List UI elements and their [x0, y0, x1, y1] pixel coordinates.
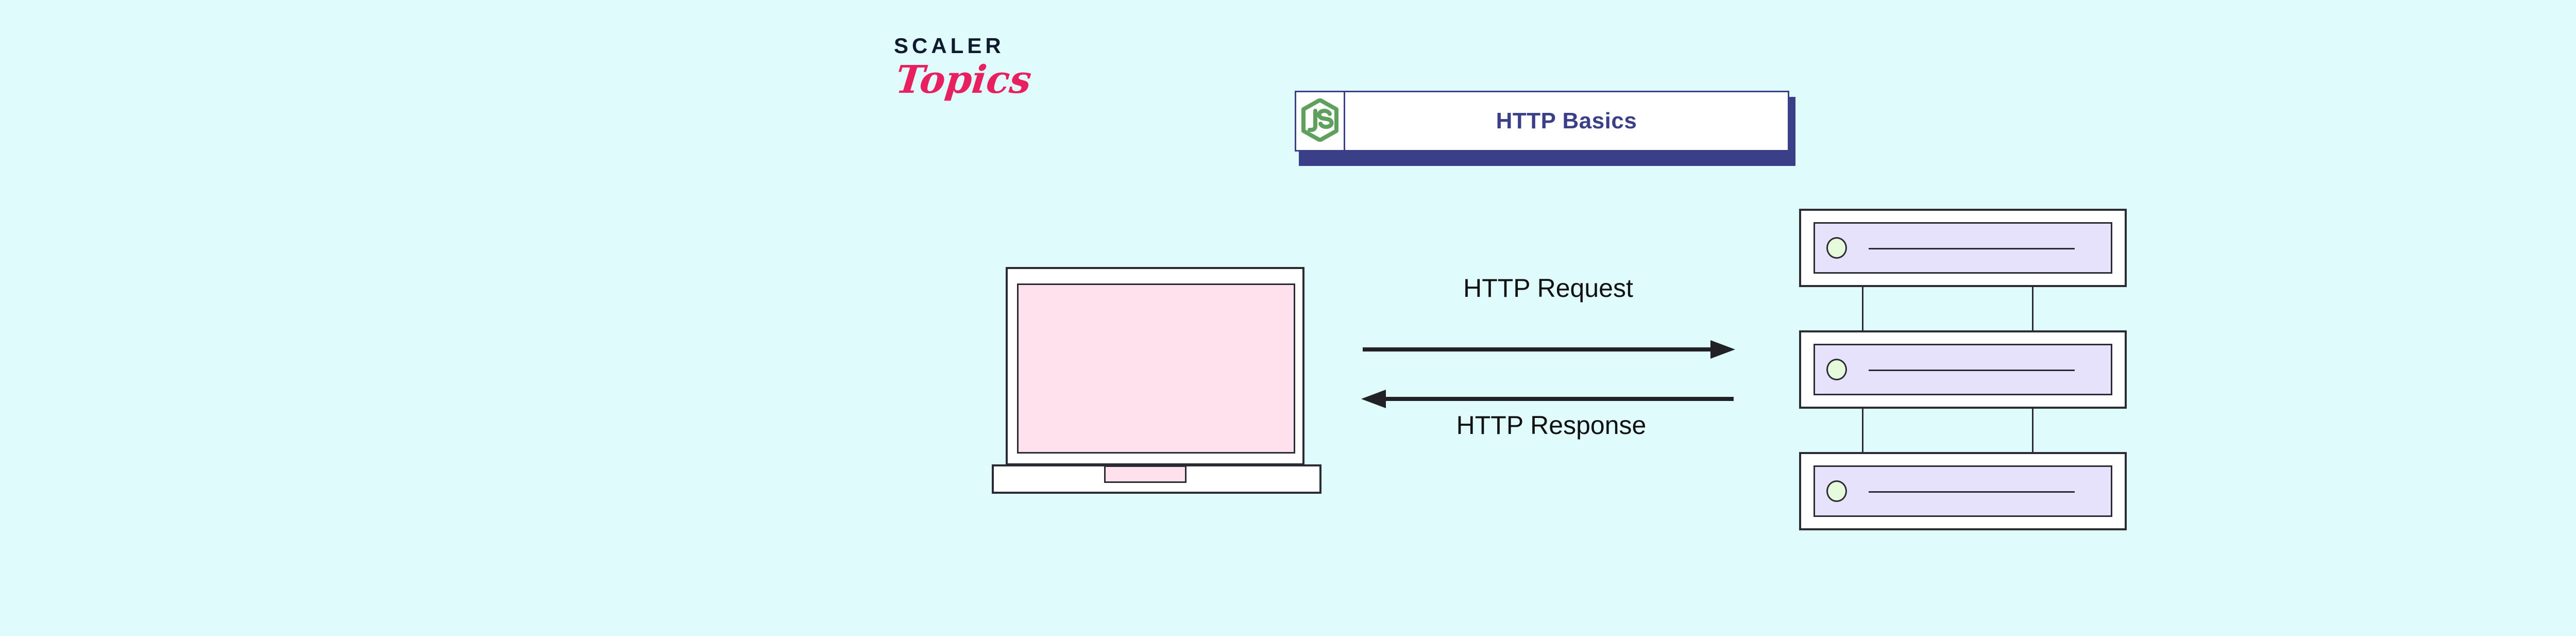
server-panel: [1814, 222, 2112, 274]
brand-wordmark-topics: Topics: [893, 58, 1034, 102]
http-flow-group: HTTP Request HTTP Response: [1350, 268, 1747, 448]
banner-body: HTTP Basics: [1295, 91, 1789, 152]
server-status-led-icon: [1826, 480, 1847, 502]
server-slot-line: [1869, 491, 2075, 493]
http-response-label: HTTP Response: [1456, 411, 1647, 440]
server-unit: [1799, 209, 2127, 287]
server-rack-icon: [1799, 209, 2129, 531]
header-banner: HTTP Basics: [1295, 91, 1795, 166]
server-unit: [1799, 452, 2127, 530]
server-connector: [1862, 287, 1863, 330]
brand-wordmark-scaler: SCALER: [894, 34, 1005, 58]
banner-title-cell: HTTP Basics: [1345, 92, 1788, 150]
nodejs-js-hexagon-icon: [1301, 97, 1339, 144]
server-status-led-icon: [1826, 237, 1847, 259]
server-panel: [1814, 465, 2112, 517]
http-request-arrow: [1363, 340, 1735, 359]
laptop-screen: [1017, 283, 1295, 454]
server-unit: [1799, 330, 2127, 409]
http-response-arrow: [1361, 390, 1734, 408]
laptop-trackpad: [1104, 465, 1187, 483]
server-connector: [2032, 287, 2033, 330]
server-slot-line: [1869, 248, 2075, 249]
server-panel: [1814, 344, 2112, 395]
page-title: HTTP Basics: [1496, 108, 1637, 133]
banner-logo-cell: [1296, 92, 1345, 150]
scaler-topics-logo: SCALER Topics: [893, 34, 1048, 146]
server-connector: [2032, 409, 2033, 452]
laptop-icon: [992, 267, 1321, 494]
server-connector: [1862, 409, 1863, 452]
http-request-label: HTTP Request: [1463, 274, 1633, 303]
server-status-led-icon: [1826, 359, 1847, 380]
server-slot-line: [1869, 370, 2075, 371]
